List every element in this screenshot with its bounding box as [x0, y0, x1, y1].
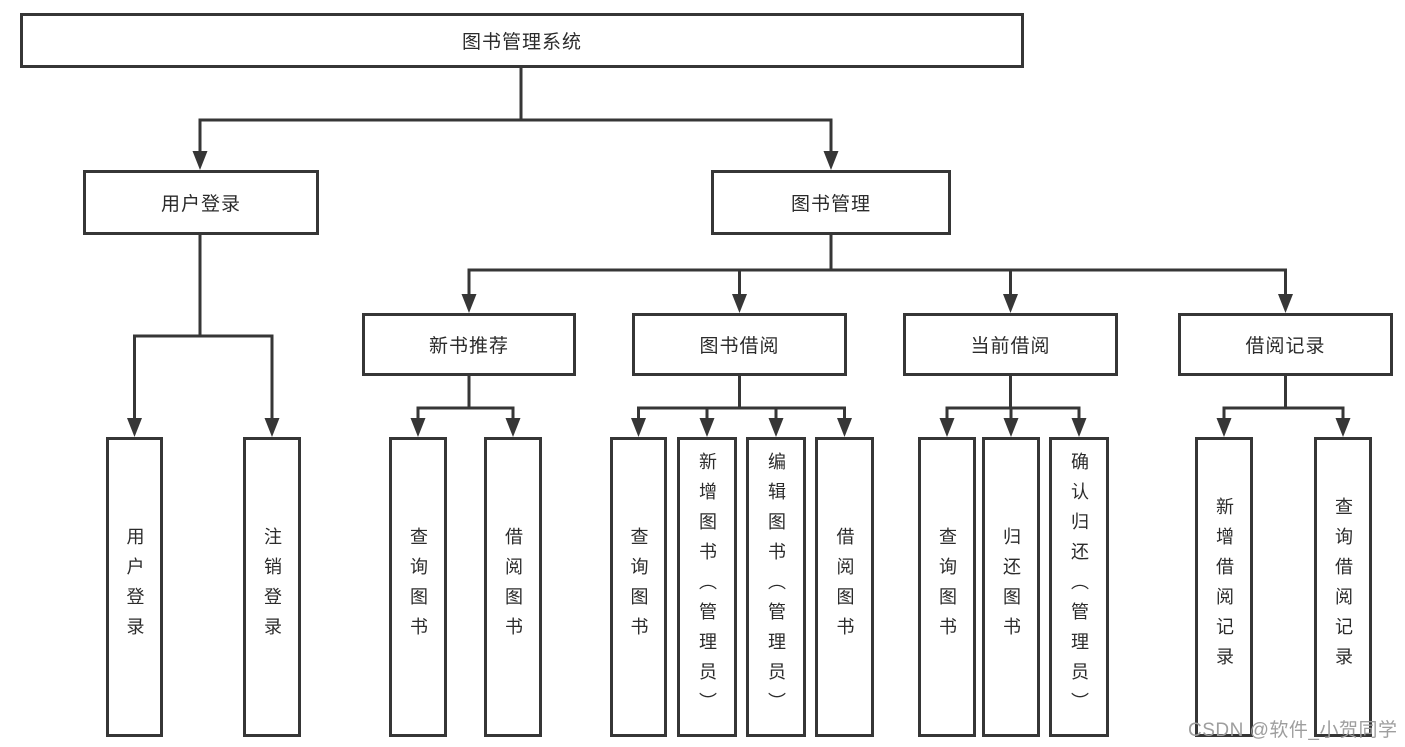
- leaf-add-books-admin: 新增图书（管理员）: [677, 437, 737, 737]
- leaf-query-books: 查询图书: [610, 437, 667, 737]
- leaf-return-books: 归还图书: [982, 437, 1040, 737]
- leaf-user-login: 用户登录: [106, 437, 163, 737]
- leaf-borrow-books: 借阅图书: [815, 437, 874, 737]
- leaf-logout: 注销登录: [243, 437, 301, 737]
- leaf-query-borrow-record: 查询借阅记录: [1314, 437, 1372, 737]
- arrowheads: [127, 151, 1351, 437]
- leaf-query-books: 查询图书: [918, 437, 976, 737]
- node-book-borrow: 图书借阅: [632, 313, 847, 376]
- connector-strokes: [133, 68, 1345, 420]
- node-current-borrow: 当前借阅: [903, 313, 1118, 376]
- node-user-login: 用户登录: [83, 170, 319, 235]
- leaf-confirm-return-admin: 确认归还（管理员）: [1049, 437, 1109, 737]
- leaf-edit-books-admin: 编辑图书（管理员）: [746, 437, 806, 737]
- leaf-add-borrow-record: 新增借阅记录: [1195, 437, 1253, 737]
- node-library-system: 图书管理系统: [20, 13, 1024, 68]
- node-borrow-records: 借阅记录: [1178, 313, 1393, 376]
- node-new-book-recommend: 新书推荐: [362, 313, 576, 376]
- node-book-management: 图书管理: [711, 170, 951, 235]
- csdn-watermark: CSDN @软件_小贺同学: [1188, 720, 1398, 741]
- leaf-borrow-books: 借阅图书: [484, 437, 542, 737]
- leaf-query-books: 查询图书: [389, 437, 447, 737]
